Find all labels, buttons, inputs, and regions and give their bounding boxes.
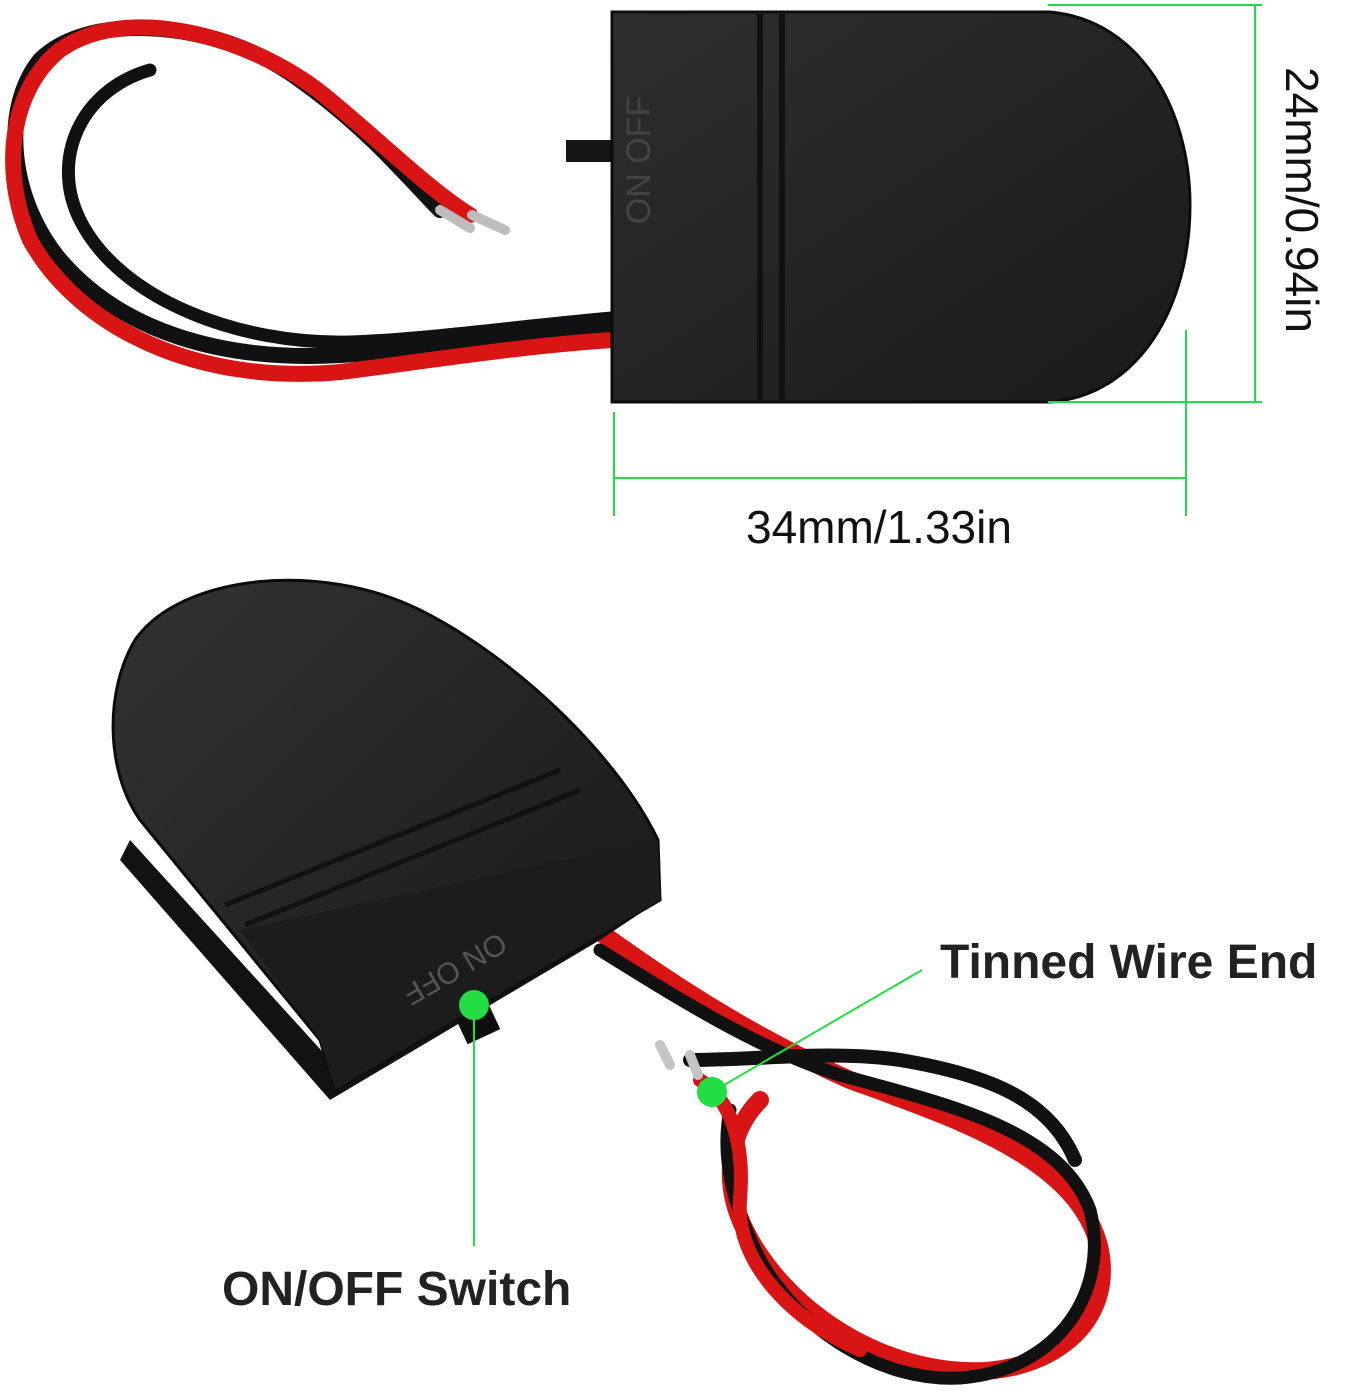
width-dimension-label: 34mm/1.33in <box>746 501 1012 553</box>
grip-ridges-bottom <box>224 767 581 928</box>
switch-callout-dot <box>459 990 489 1020</box>
tinned-wire-tips-top <box>435 205 510 235</box>
holder-body-top <box>610 10 1192 404</box>
on-off-switch-label: ON/OFF Switch <box>222 1263 572 1316</box>
tinned-wire-end-label: Tinned Wire End <box>940 936 1318 989</box>
grip-ridges-top <box>757 14 785 400</box>
battery-holder-top: ON OFF <box>5 10 1192 404</box>
wire-callout-dot <box>697 1077 727 1107</box>
dimension-guides <box>613 4 1262 516</box>
wire-loop-top <box>5 19 620 382</box>
tinned-wire-tips-bottom <box>655 1040 703 1080</box>
holder-front-face-bottom <box>240 840 660 1090</box>
switch-lever-top <box>566 140 614 162</box>
height-dimension-label: 24mm/0.94in <box>1276 67 1328 333</box>
wire-loop-bottom <box>591 923 1111 1385</box>
switch-text-top: ON OFF <box>620 96 658 224</box>
callout-guides <box>473 969 923 1246</box>
battery-holder-bottom: ON OFF <box>111 578 1111 1385</box>
